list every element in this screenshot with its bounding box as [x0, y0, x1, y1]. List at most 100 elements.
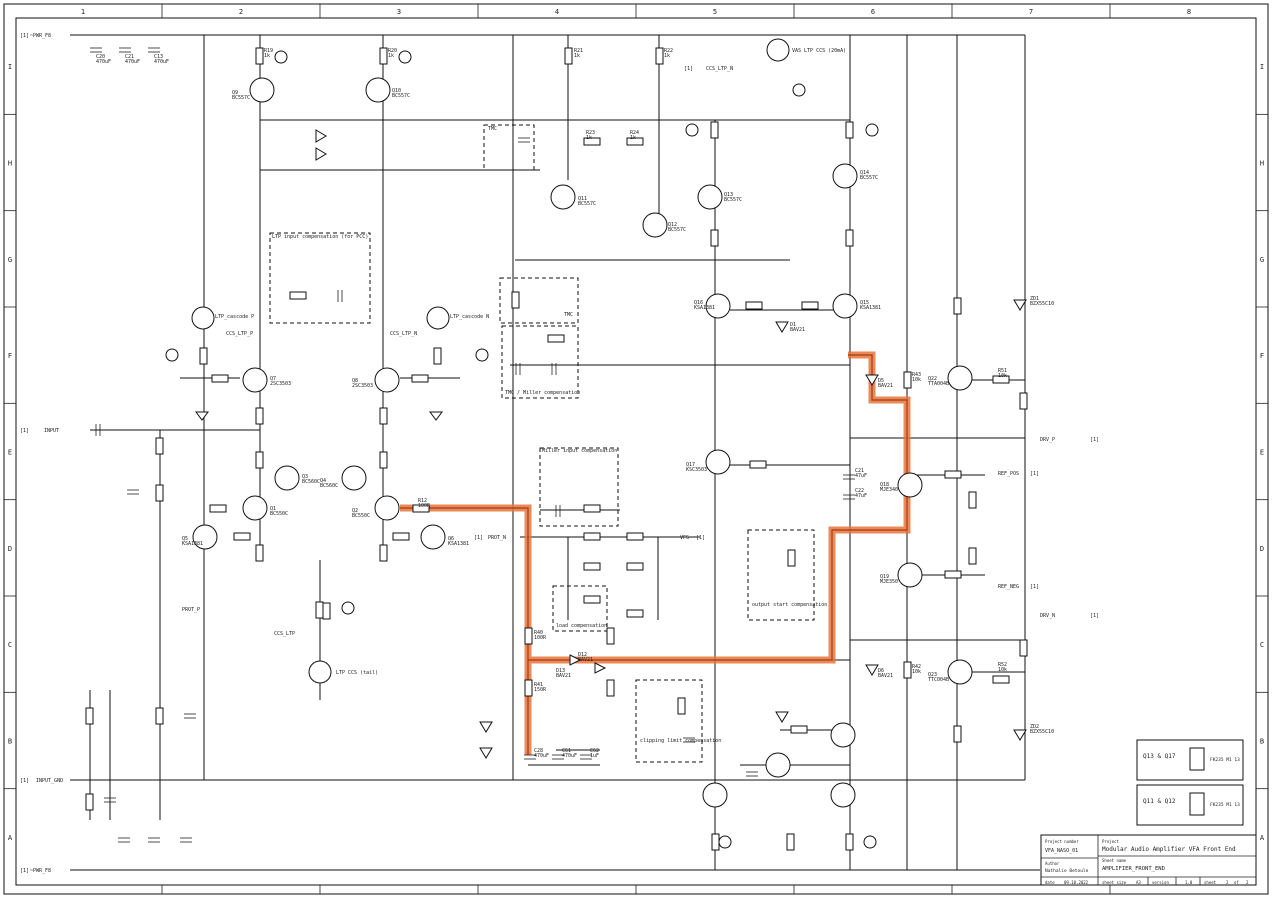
svg-text:Sheet name: Sheet name — [1102, 858, 1127, 863]
column-label: 4 — [555, 8, 559, 16]
value-c22: 47uF — [855, 493, 867, 499]
column-label: 5 — [713, 8, 717, 16]
svg-text:CCS_LTP_N: CCS_LTP_N — [390, 331, 417, 337]
svg-text:Author: Author — [1045, 861, 1060, 866]
transistor-q13 — [697, 184, 723, 210]
value-q5: KSA1381 — [182, 541, 203, 547]
tmc-miller-box — [501, 325, 579, 399]
svg-text:LTP_cascode P: LTP_cascode P — [215, 314, 254, 320]
value-q14: BC557C — [860, 175, 878, 181]
svg-text:[1]: [1] — [1030, 584, 1039, 590]
transistor-q12 — [642, 212, 668, 238]
value-q7: 2SC3503 — [270, 381, 291, 387]
value-r40: 100R — [534, 635, 547, 641]
svg-text:PROT_P: PROT_P — [182, 607, 200, 613]
value-c21b: 47uF — [855, 473, 867, 479]
transistor-q22 — [947, 365, 973, 391]
value-q17: KSC3503 — [686, 467, 707, 473]
transistor-q17 — [705, 449, 731, 475]
designator-c28: C28 — [534, 748, 543, 754]
svg-text:REF_NEG: REF_NEG — [998, 584, 1019, 590]
designator-c61: C61 — [562, 748, 571, 754]
value-c28: 470uF — [534, 753, 549, 759]
designator-r21: R21 — [574, 48, 583, 54]
transistor-q15 — [832, 293, 858, 319]
transistor-q23 — [947, 659, 973, 685]
value-q18: MJE340 — [880, 487, 898, 493]
value-r24: 1k — [630, 135, 636, 141]
svg-text:[1]: [1] — [20, 33, 29, 39]
value-d6: BAV21 — [878, 673, 893, 679]
value-q6: KSA1381 — [448, 541, 469, 547]
value-c61: 470uF — [562, 753, 577, 759]
designator-r12: R12 — [418, 498, 427, 504]
row-label: H — [8, 160, 12, 168]
miller-input-box — [539, 447, 619, 527]
transistor-q10 — [365, 77, 391, 103]
row-label: B — [1260, 738, 1264, 746]
title-block: Project number VFA_NASO_01 Author Nathal… — [1040, 834, 1257, 886]
designator-r23: R23 — [586, 130, 595, 136]
designator-c21: C21 — [125, 54, 134, 60]
row-label: C — [8, 641, 12, 649]
value-q2: BC550C — [352, 513, 370, 519]
transistor-q9 — [249, 77, 275, 103]
designator-q22: Q22 — [928, 376, 937, 382]
svg-text:of: of — [1234, 880, 1239, 885]
transistors — [192, 77, 973, 808]
clipping-box — [635, 679, 703, 763]
designator-c13: C13 — [154, 54, 163, 60]
row-label: E — [8, 449, 12, 457]
value-r22: 1k — [664, 53, 670, 59]
highlighted-net[interactable] — [400, 351, 911, 755]
current-source-ltp-n — [426, 306, 450, 330]
svg-text:[1]: [1] — [474, 535, 483, 541]
value-r41: 150R — [534, 687, 547, 693]
designator-r20: R20 — [388, 48, 397, 54]
ltp-input-compensation-box — [269, 232, 371, 324]
designator-r51: R51 — [998, 368, 1007, 374]
svg-text:[1]: [1] — [20, 778, 29, 784]
svg-text:sheet size: sheet size — [1102, 880, 1127, 885]
svg-text:VFS: VFS — [680, 535, 689, 541]
designator-q14: Q14 — [860, 170, 869, 176]
row-label: H — [1260, 160, 1264, 168]
designator-q17: Q17 — [686, 462, 695, 468]
designator-r22: R22 — [664, 48, 673, 54]
row-label: F — [1260, 352, 1264, 360]
svg-text:TMC: TMC — [564, 312, 573, 318]
current-source-ltp-p — [191, 306, 215, 330]
svg-text:Project: Project — [1102, 839, 1119, 844]
svg-text:CCS_LTP_N: CCS_LTP_N — [706, 66, 733, 72]
sheet-name: AMPLIFIER_FRONT_END — [1102, 866, 1165, 872]
designator-q4: Q4 — [320, 478, 326, 484]
svg-text:[1]: [1] — [684, 66, 693, 72]
row-label: C — [1260, 641, 1264, 649]
transistor-q26 — [830, 782, 856, 808]
designator-q1: Q1 — [270, 506, 276, 512]
value-q16: KSA1381 — [694, 305, 715, 311]
project-number: VFA_NASO_01 — [1045, 848, 1078, 854]
column-label: 6 — [871, 8, 875, 16]
value-q23: TTC004B — [928, 677, 949, 683]
value-r12: 100R — [418, 503, 431, 509]
designator-q9: Q9 — [232, 90, 238, 96]
svg-text:[1]: [1] — [20, 428, 29, 434]
svg-text:TMC: TMC — [488, 126, 497, 132]
component-designators: C20470uFC21470uFC13470uFR191kR201kQ9BC55… — [96, 48, 1054, 759]
designator-q23: Q23 — [928, 672, 937, 678]
output-start-box — [747, 529, 815, 621]
load-compensation-box — [552, 585, 608, 632]
rail-label-pos: ~PWR_F8 — [30, 33, 51, 39]
designator-q11: Q11 — [578, 196, 587, 202]
value-r23: 1k — [586, 135, 592, 141]
transistor-q21 — [765, 752, 791, 778]
column-label: 8 — [1187, 8, 1191, 16]
tmc-box — [499, 277, 579, 324]
designator-d12: D12 — [578, 652, 587, 658]
svg-text:clipping limit compensation: clipping limit compensation — [640, 738, 721, 744]
rail-label-neg: ~PWR_F8 — [30, 868, 51, 874]
value-q12: BC557C — [668, 227, 686, 233]
row-label: G — [8, 256, 12, 264]
